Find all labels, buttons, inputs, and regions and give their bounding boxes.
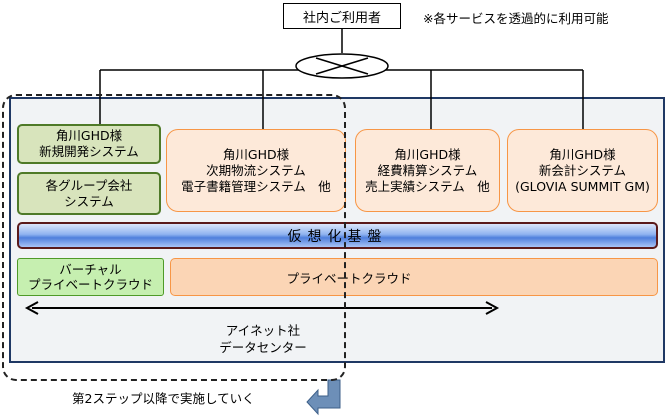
virtual-private-cloud-box: バーチャル プライベートクラウド xyxy=(17,258,164,296)
new-dev-system-box: 角川GHD様 新規開発システム xyxy=(17,124,161,164)
green1-line1: 角川GHD様 xyxy=(55,128,123,143)
green2-line2: システム xyxy=(64,193,114,209)
datacenter-line1: アイネット社 xyxy=(225,323,301,338)
virtualization-platform-bar: 仮想化基盤 xyxy=(17,222,658,249)
orange1-line3: 電子書籍管理システム 他 xyxy=(181,178,331,194)
virtualization-label: 仮想化基盤 xyxy=(287,228,388,245)
step-return-arrow-icon xyxy=(306,379,341,416)
green1-line2: 新規開発システム xyxy=(39,144,139,159)
step2-note: 第2ステップ以降で実施していく xyxy=(72,391,255,406)
orange2-line3: 売上実績システム 他 xyxy=(365,178,490,194)
datacenter-label: アイネット社 データセンター xyxy=(208,322,318,356)
logistics-system-box: 角川GHD様 次期物流システム 電子書籍管理システム 他 xyxy=(166,129,346,212)
vpc-line1: バーチャル xyxy=(59,262,122,277)
datacenter-span-arrow xyxy=(24,301,500,315)
group-company-system-box: 各グループ会社 システム xyxy=(17,172,161,215)
orange1-line2: 次期物流システム xyxy=(206,162,306,178)
internal-users-box: 社内ご利用者 xyxy=(283,3,401,29)
private-cloud-label: プライベートクラウド xyxy=(286,270,412,286)
orange2-line1: 角川GHD様 xyxy=(394,146,461,162)
transparent-access-note: ※各サービスを透過的に利用可能 xyxy=(423,11,609,26)
expense-system-box: 角川GHD様 経費精算システム 売上実績システム 他 xyxy=(355,129,500,212)
orange3-line1: 角川GHD様 xyxy=(549,146,616,162)
datacenter-line2: データセンター xyxy=(219,340,307,355)
orange1-line1: 角川GHD様 xyxy=(222,146,290,162)
accounting-system-box: 角川GHD様 新会計システム (GLOVIA SUMMIT GM) xyxy=(507,129,658,212)
router-icon xyxy=(295,53,389,79)
green2-line1: 各グループ会社 xyxy=(45,177,133,193)
orange2-line2: 経費精算システム xyxy=(377,162,478,178)
internal-users-label: 社内ご利用者 xyxy=(302,10,381,26)
orange3-line2: 新会計システム xyxy=(538,162,627,178)
private-cloud-box: プライベートクラウド xyxy=(170,258,658,296)
orange3-line3: (GLOVIA SUMMIT GM) xyxy=(515,178,650,194)
vpc-line2: プライベートクラウド xyxy=(27,277,153,292)
